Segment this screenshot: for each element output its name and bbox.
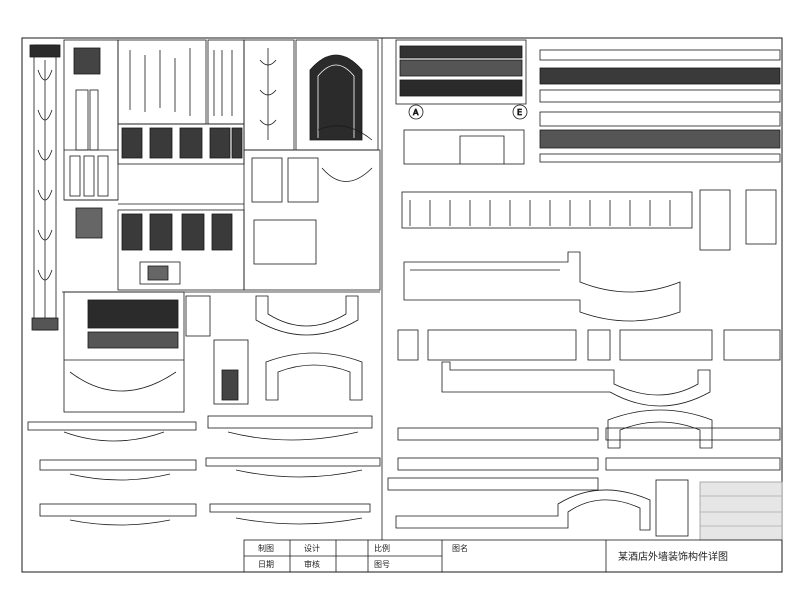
ornament-strips [117,39,245,125]
title-block-name-label: 图名 [452,543,468,553]
stepped-plan [403,251,681,322]
panel-row-1 [397,329,781,361]
title-block-label-f: 图号 [374,560,390,569]
capital-row-lower [117,209,245,291]
capital-row-upper [117,123,245,165]
title-block-label-d: 审核 [304,559,320,569]
title-block-label-c: 设计 [304,543,320,553]
cornice-elevation: A E [395,39,528,165]
curved-plan-right [441,361,713,449]
balustrade-elevation [63,291,249,413]
axis-label-e: E [517,108,522,117]
curved-strips-left [27,415,381,526]
panel-row-2 [387,427,781,491]
hatched-panel [699,481,783,541]
lower-curved-plan [395,479,689,537]
panel-plans [243,125,381,291]
curved-plan-left [255,295,363,401]
left-detail-panels [27,38,383,540]
title-block-label-b: 日期 [258,560,274,569]
title-block [243,539,783,573]
tall-column-elevation [29,44,61,331]
right-detail-panels: A E [387,39,783,541]
title-block-label-e: 比例 [374,543,390,553]
drawing-title: 某酒店外墙装饰构件详图 [618,550,728,563]
arched-niche-detail [243,39,379,151]
moulding-strips [539,49,781,163]
title-block-label-a: 制图 [258,543,274,553]
axis-label-a: A [413,108,419,117]
pilaster-details [63,39,119,239]
beam-elevation [401,189,777,251]
